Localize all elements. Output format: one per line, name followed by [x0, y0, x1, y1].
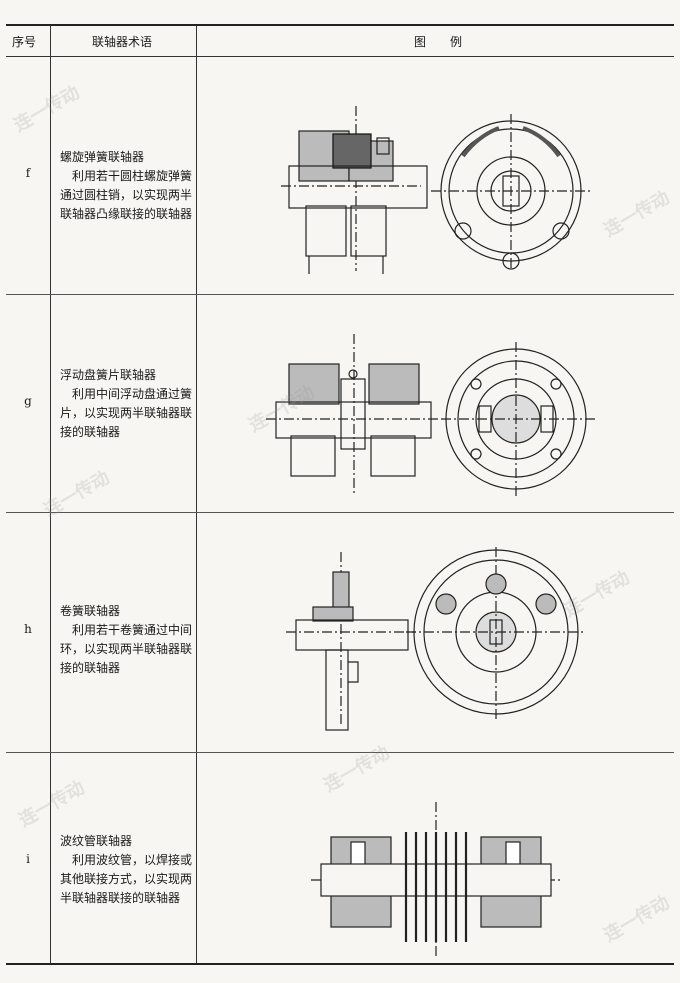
row-title: 卷簧联轴器	[60, 604, 121, 618]
row-text: 利用若干圆柱螺旋弹簧通过圆柱销，以实现两半联轴器凸缘联接的联轴器	[60, 169, 193, 221]
row-text: 利用中间浮动盘通过簧片，以实现两半联轴器联接的联轴器	[60, 387, 193, 439]
figure-spring-coupling	[201, 56, 674, 294]
row-title: 浮动盘簧片联轴器	[60, 368, 157, 382]
figure-floating-disk-coupling	[201, 294, 674, 512]
table-row: i 波纹管联轴器 利用波纹管，以焊接或其他联接方式，以实现两半联轴器联接的联轴器	[6, 752, 674, 967]
header-no: 序号	[12, 35, 37, 49]
header-term: 联轴器术语	[92, 35, 153, 49]
row-text: 利用若干卷簧通过中间环，以实现两半联轴器联接的联轴器	[60, 623, 193, 675]
figure-coil-spring-coupling	[201, 512, 674, 752]
row-text: 利用波纹管，以焊接或其他联接方式，以实现两半联轴器联接的联轴器	[60, 853, 193, 905]
table-row: g 浮动盘簧片联轴器 利用中间浮动盘通过簧片，以实现两半联轴器联接的联轴器	[6, 294, 674, 513]
table-row: h 卷簧联轴器 利用若干卷簧通过中间环，以实现两半联轴器联接的联轴器	[6, 512, 674, 753]
column-divider	[196, 26, 197, 963]
row-id: g	[24, 394, 32, 408]
header-figure: 图 例	[414, 35, 463, 49]
row-id: f	[25, 166, 31, 180]
table-header: 序号 联轴器术语 图 例	[6, 26, 674, 57]
row-description: 卷簧联轴器 利用若干卷簧通过中间环，以实现两半联轴器联接的联轴器	[60, 602, 196, 678]
row-description: 螺旋弹簧联轴器 利用若干圆柱螺旋弹簧通过圆柱销，以实现两半联轴器凸缘联接的联轴器	[60, 148, 196, 224]
figure-bellows-coupling	[201, 752, 674, 967]
table-row: f 螺旋弹簧联轴器 利用若干圆柱螺旋弹簧通过圆柱销，以实现两半联轴器凸缘联接的联…	[6, 56, 674, 295]
row-description: 浮动盘簧片联轴器 利用中间浮动盘通过簧片，以实现两半联轴器联接的联轴器	[60, 366, 196, 442]
row-title: 波纹管联轴器	[60, 834, 133, 848]
row-description: 波纹管联轴器 利用波纹管，以焊接或其他联接方式，以实现两半联轴器联接的联轴器	[60, 832, 196, 908]
row-id: i	[26, 852, 30, 866]
row-id: h	[24, 622, 32, 636]
row-title: 螺旋弹簧联轴器	[60, 150, 145, 164]
column-divider	[50, 26, 51, 963]
coupling-table: 序号 联轴器术语 图 例 f 螺旋弹簧联轴器 利用若干圆柱螺旋弹簧通过圆柱销，以…	[6, 24, 674, 965]
